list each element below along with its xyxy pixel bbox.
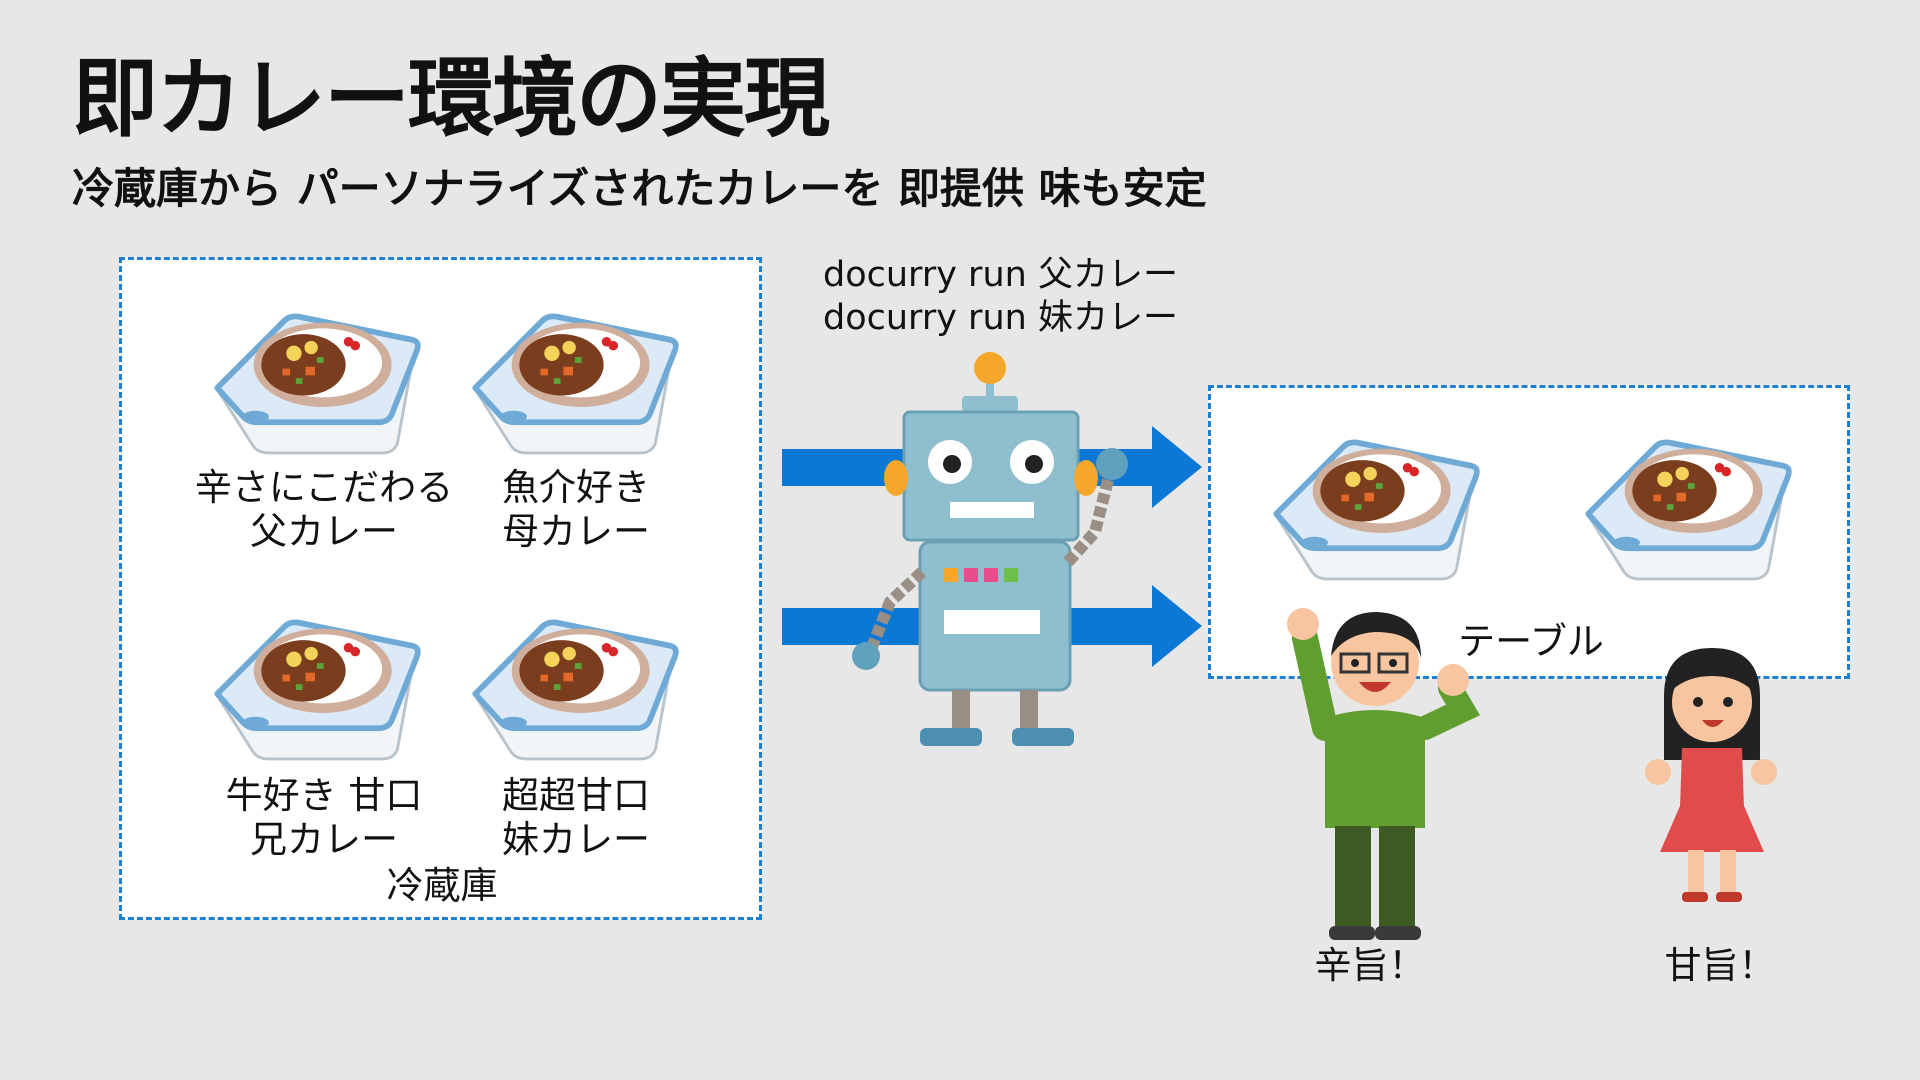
page-subtitle: 冷蔵庫から パーソナライズされたカレーを 即提供 味も安定	[72, 164, 1207, 213]
father-cheering-icon	[1287, 608, 1481, 940]
item-name: 超超甘口	[502, 774, 650, 817]
page-title: 即カレー環境の実現	[72, 49, 830, 149]
item-name: 牛好き 甘口	[225, 774, 423, 817]
item-owner: 母カレー	[502, 510, 650, 553]
command-line: docurry run 父カレー	[823, 255, 1178, 295]
girl-reaction: 甘旨！	[1664, 944, 1776, 987]
item-name: 辛さにこだわる	[194, 466, 454, 509]
robot-icon	[852, 352, 1128, 746]
table-label: テーブル	[1458, 620, 1604, 663]
item-owner: 兄カレー	[250, 818, 398, 861]
curry-pack-icon	[200, 288, 430, 478]
father-reaction: 辛旨！	[1314, 944, 1426, 987]
curry-pack-icon	[458, 594, 688, 784]
curry-pack-icon	[200, 594, 430, 784]
fridge-box: 辛さにこだわる 父カレー 魚介好き 母カレー 牛好き 甘口 兄カレー 超超甘口 …	[119, 257, 762, 920]
fridge-item-label: 超超甘口 妹カレー	[456, 774, 696, 862]
fridge-label: 冷蔵庫	[386, 864, 498, 907]
command-line: docurry run 妹カレー	[823, 298, 1178, 338]
fridge-item-label: 牛好き 甘口 兄カレー	[174, 774, 474, 862]
fridge-item-label: 魚介好き 母カレー	[456, 466, 696, 554]
item-name: 魚介好き	[502, 466, 650, 509]
item-owner: 父カレー	[250, 510, 398, 553]
girl-cheering-icon	[1645, 648, 1777, 902]
item-owner: 妹カレー	[502, 818, 650, 861]
fridge-item-label: 辛さにこだわる 父カレー	[174, 466, 474, 554]
curry-pack-icon	[1259, 414, 1489, 604]
command-list: docurry run 父カレー docurry run 妹カレー	[823, 254, 1178, 340]
curry-pack-icon	[1571, 414, 1801, 604]
curry-pack-icon	[458, 288, 688, 478]
